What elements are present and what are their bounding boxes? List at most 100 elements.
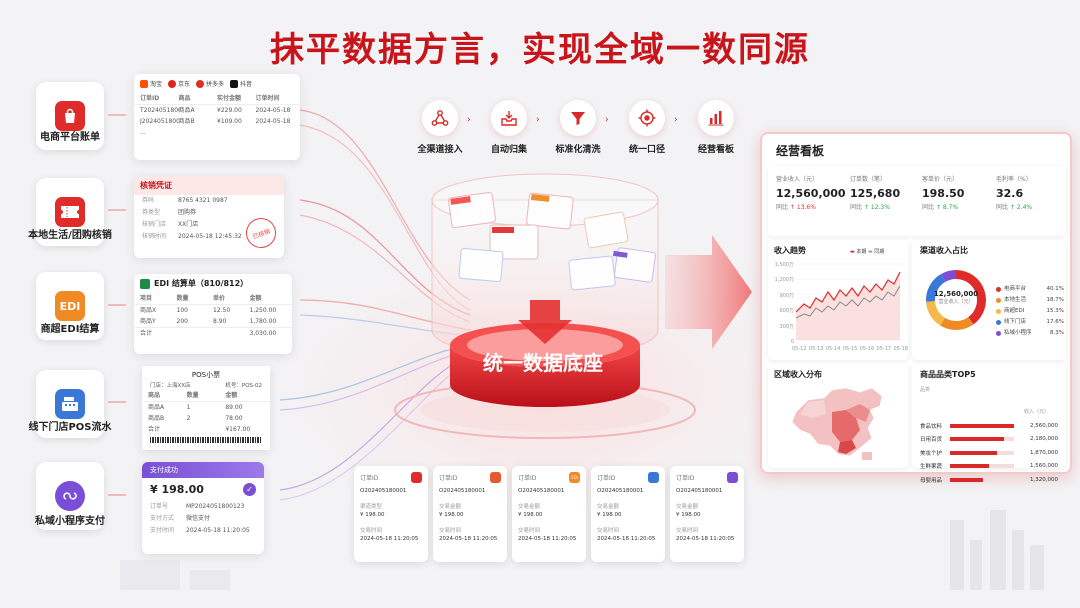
- voucher-field: 券类型团购券: [142, 209, 197, 216]
- page-title: 抹平数据方言，实现全域一数同源: [270, 30, 810, 70]
- step-channel-access: 全渠道接入: [410, 100, 470, 155]
- source-local-life: [36, 178, 104, 246]
- trend-title: 收入趋势: [774, 246, 806, 255]
- douyin-logo-icon: [230, 79, 239, 88]
- data-platform-label: 统一数据底座: [483, 351, 603, 375]
- channel-donut-chart: [926, 270, 986, 330]
- kpi-row: [768, 166, 1066, 236]
- source-label-mini-program: 私域小程序支付: [35, 516, 105, 527]
- voucher-title: 核销凭证: [134, 176, 284, 195]
- step-arrow: ›: [674, 115, 678, 125]
- payment-field: 支付方式微信支付: [150, 515, 211, 522]
- step-auto-collect: 自动归集: [479, 100, 539, 155]
- category-bar: [950, 423, 1014, 428]
- legend-dot: [996, 331, 1001, 336]
- platform-taobao: 淘宝: [140, 79, 162, 88]
- inbox-icon: [491, 100, 527, 136]
- legend-dot: [996, 309, 1001, 314]
- ticket-icon: [55, 197, 85, 227]
- donut-slice: [956, 270, 986, 325]
- category-bar: [950, 477, 984, 482]
- pdd-logo-icon: [196, 79, 205, 88]
- step-unify-metrics: 统一口径: [617, 100, 677, 155]
- network-icon: [422, 100, 458, 136]
- platform-douyin: 抖音: [230, 79, 252, 88]
- source-label-ecommerce: 电商平台账单: [40, 132, 100, 143]
- source-label-edi: 商超EDI结算: [40, 324, 100, 335]
- category-bar-track: [950, 477, 1014, 482]
- step-dashboard: 经营看板: [686, 100, 746, 155]
- donut-slice: [926, 301, 945, 326]
- channel-title: 渠道收入占比: [920, 246, 968, 255]
- taobao-logo-icon: [140, 79, 148, 88]
- source-mini-program: [36, 462, 104, 530]
- cash-register-icon: [648, 472, 659, 483]
- pos-title: POS小票: [191, 371, 221, 379]
- jd-logo-icon: [168, 79, 177, 88]
- donut-slice: [940, 317, 974, 330]
- region-map-panel: 区域收入分布: [768, 364, 908, 468]
- excel-icon: [140, 278, 150, 289]
- region-title: 区域收入分布: [774, 370, 822, 379]
- shopping-bag-icon: [411, 472, 422, 483]
- donut-slice: [941, 270, 956, 282]
- mini-program-icon: [55, 481, 85, 511]
- kpi-revenue: 营业收入（元）12,560,000 同比 ↑ 13.6%: [776, 176, 846, 211]
- check-icon: ✓: [243, 483, 256, 496]
- trend-chart: [796, 263, 904, 341]
- donut-center: 12,560,000 营业收入（元）: [933, 290, 979, 305]
- source-label-local-life: 本地生活/团购核销: [28, 230, 112, 241]
- bar-chart-icon: [698, 100, 734, 136]
- china-map: [791, 387, 883, 460]
- table-header: 商品数量金额: [142, 390, 270, 402]
- trend-area-current: [796, 272, 900, 340]
- legend-dot: [996, 287, 1001, 292]
- trend-legend: ▬ 本期 ▬ 同期: [850, 249, 885, 255]
- payment-amount: ¥ 198.00: [150, 483, 204, 496]
- table-header: 项目数量单价金额: [134, 293, 292, 305]
- donut-slice: [926, 273, 946, 302]
- top5-col-category: 品类: [920, 387, 931, 393]
- category-bar-track: [950, 423, 1014, 428]
- category-bar: [950, 450, 997, 455]
- step-standardize: 标准化清洗: [548, 100, 608, 155]
- category-bar-track: [950, 450, 1014, 455]
- legend-dot: [996, 320, 1001, 325]
- pos-meta: 门店：上海XX店机号：POS-02: [150, 383, 262, 389]
- source-pos: [36, 370, 104, 438]
- platform-pdd: 拼多多: [196, 79, 224, 88]
- category-bar-track: [950, 437, 1014, 442]
- dashboard-title: 经营看板: [776, 144, 825, 158]
- top5-col-revenue: 收入（元）: [1024, 409, 1050, 415]
